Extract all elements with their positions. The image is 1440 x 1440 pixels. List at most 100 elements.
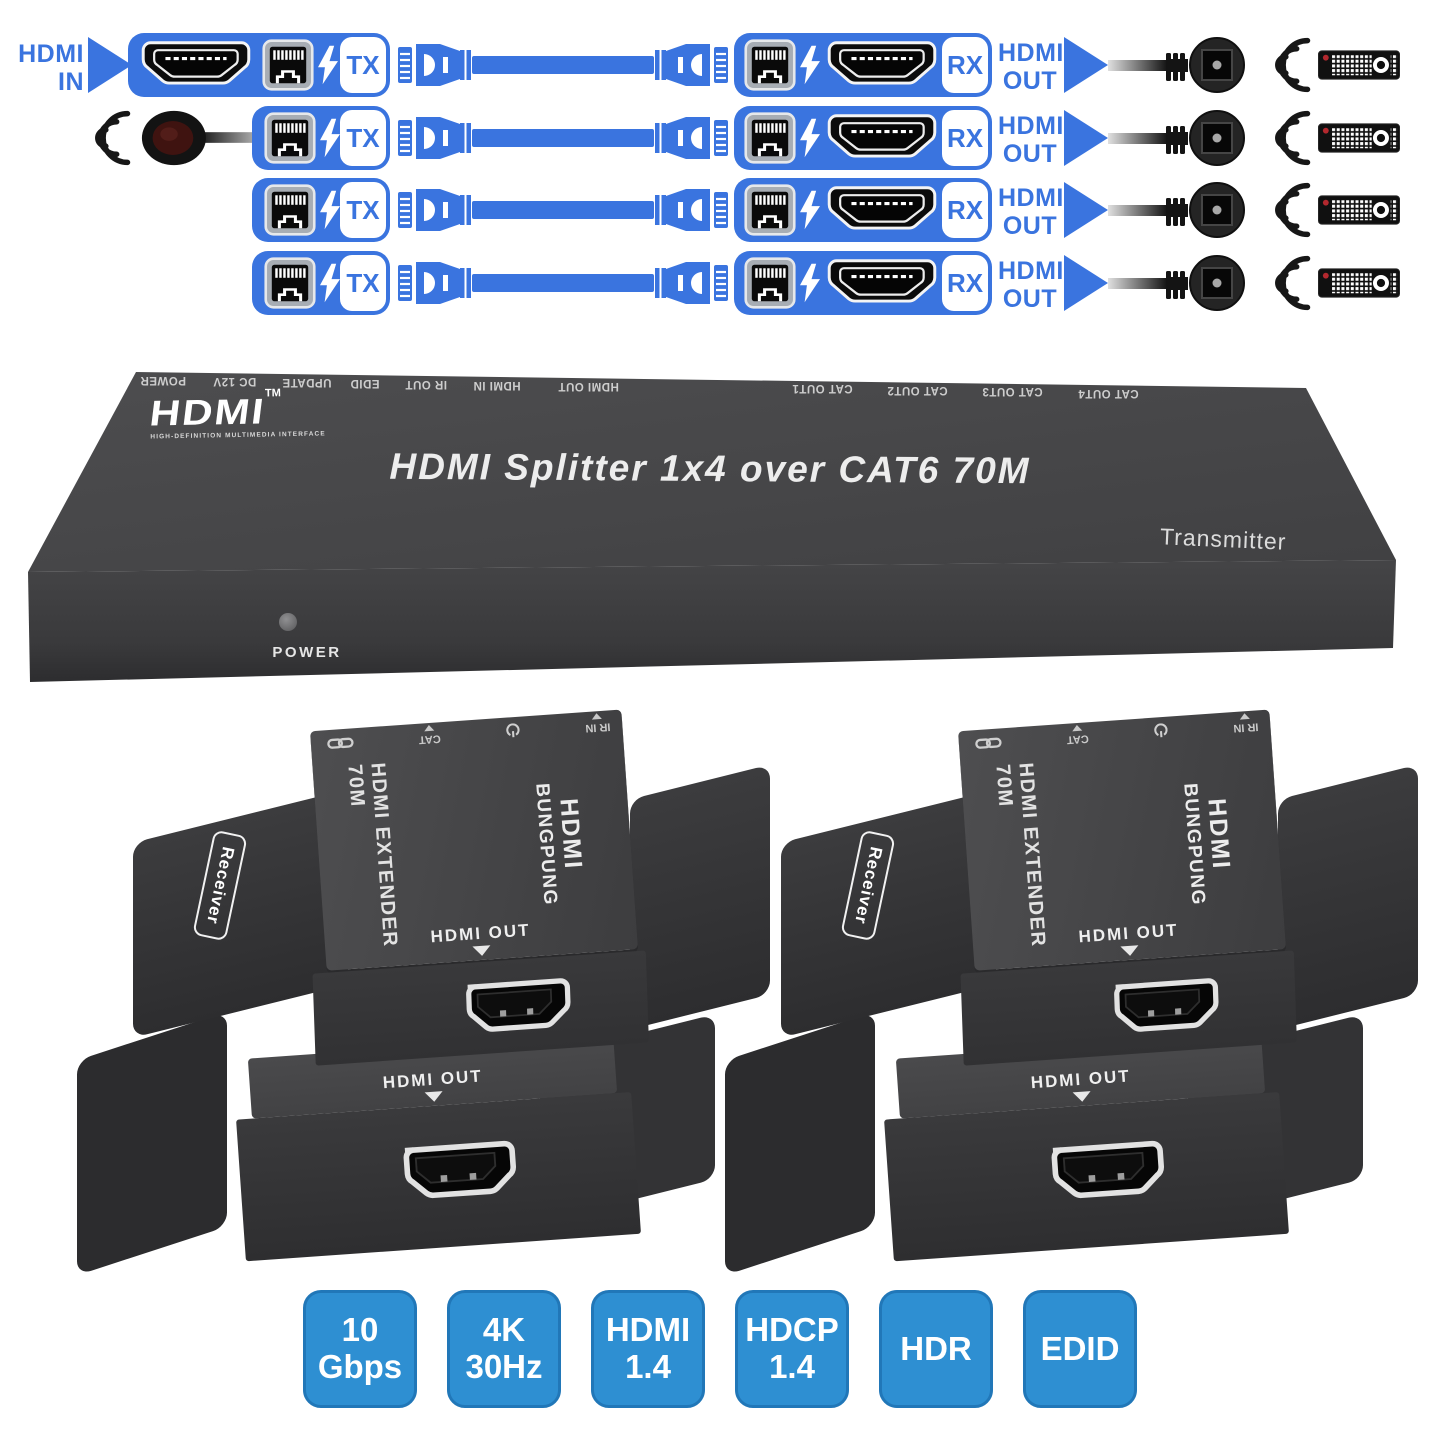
- rx-label: RX: [942, 255, 988, 311]
- power-label: POWER: [272, 644, 342, 661]
- lightning-bolt-icon: [800, 43, 820, 87]
- up-arrow-icon: [1239, 712, 1251, 720]
- rear-port-label: POWER: [140, 374, 186, 386]
- remote-control-icon: [1318, 123, 1400, 153]
- tx-label: TX: [340, 182, 386, 238]
- lightning-bolt-icon: [320, 261, 340, 305]
- lightning-bolt-icon: [800, 116, 820, 160]
- right-arrow-icon: [88, 37, 132, 93]
- ethernet-port-icon: [264, 112, 316, 164]
- receiver-stack-left: Receiver IR IN CAT HDMI EXTENDER 70M: [77, 706, 770, 1278]
- cat6-cable-icon: [396, 251, 730, 315]
- transmitter-front-face: [28, 560, 1396, 682]
- rear-port-label: EDID: [350, 377, 380, 389]
- cat6-cable-icon: [396, 106, 730, 170]
- ethernet-port-icon: [264, 184, 316, 236]
- link-icon: [326, 735, 354, 751]
- down-arrow-icon: [1072, 1091, 1092, 1103]
- hdmi-port-icon: [826, 258, 938, 308]
- rx-unit-box: RX: [734, 251, 992, 315]
- hdmi-port-icon: [826, 40, 938, 90]
- ethernet-port-icon: [262, 39, 314, 91]
- transmitter-role-label: Transmitter: [1159, 523, 1287, 555]
- tx-label: TX: [340, 110, 386, 166]
- ir-emitter-icon: [1108, 108, 1248, 168]
- rear-port-label: HDMI OUT: [558, 380, 619, 392]
- remote-control-icon: [1318, 195, 1400, 225]
- rear-port-label: HDMI IN: [473, 379, 521, 391]
- lightning-bolt-icon: [800, 261, 820, 305]
- ir-emitter-icon: [1108, 35, 1248, 95]
- transmitter-top-face: [28, 372, 1396, 572]
- badge-hdcp14: HDCP 1.4: [735, 1290, 849, 1408]
- down-arrow-icon: [1120, 945, 1140, 957]
- tx-unit-box: TX: [252, 106, 390, 170]
- receiver-front-face: [884, 1092, 1289, 1262]
- lightning-bolt-icon: [320, 116, 340, 160]
- rear-port-label: IR OUT: [405, 378, 447, 390]
- power-icon: [505, 723, 521, 739]
- up-arrow-icon: [591, 712, 603, 720]
- down-arrow-icon: [424, 1091, 444, 1103]
- ethernet-port-icon: [744, 39, 796, 91]
- cat-port-label: CAT: [1066, 724, 1089, 746]
- rx-unit-box: RX: [734, 106, 992, 170]
- badge-4k30hz: 4K 30Hz: [447, 1290, 561, 1408]
- badge-hdr: HDR: [879, 1290, 993, 1408]
- ethernet-port-icon: [744, 184, 796, 236]
- right-arrow-icon: [1064, 182, 1108, 238]
- hdmi-out-label: HDMI OUT: [998, 257, 1064, 313]
- hdmi-out-label: HDMI OUT: [998, 112, 1064, 168]
- power-led: [279, 613, 297, 631]
- hdmi-port-icon: [826, 185, 938, 235]
- hdmi-out-label: HDMI OUT: [998, 39, 1064, 95]
- hdmi-female-port-icon: [1101, 975, 1225, 1040]
- cat-port-label: CAT: [418, 724, 441, 746]
- rear-port-label: CAT OUT1: [792, 382, 853, 394]
- ir-signal-waves-icon: [94, 110, 134, 166]
- receiver-unit-top: IR IN CAT HDMI EXTENDER 70M HDMI BUNGPUN…: [869, 693, 1325, 1074]
- hdmi-female-port-icon: [1036, 1138, 1172, 1207]
- hdmi-port-icon: [826, 113, 938, 163]
- tx-unit-box: TX: [252, 178, 390, 242]
- rx-label: RX: [942, 110, 988, 166]
- hdmi-logo: HDMI: [554, 797, 588, 872]
- cat6-cable-icon: [396, 33, 730, 97]
- badge-10gbps: 10 Gbps: [303, 1290, 417, 1408]
- receiver-stack-right: Receiver IR IN CAT HDMI EXTENDER 70M: [725, 706, 1418, 1278]
- receiver-front-face: [236, 1092, 641, 1262]
- rx-unit-box: RX: [734, 33, 992, 97]
- down-arrow-icon: [472, 945, 492, 957]
- up-arrow-icon: [1071, 724, 1083, 732]
- rx-label: RX: [942, 182, 988, 238]
- lightning-bolt-icon: [320, 188, 340, 232]
- up-arrow-icon: [423, 724, 435, 732]
- power-icon: [1153, 723, 1169, 739]
- lightning-bolt-icon: [800, 188, 820, 232]
- hdmi-out-label: HDMI OUT: [998, 184, 1064, 240]
- remote-control-icon: [1318, 50, 1400, 80]
- tx-unit-box: TX: [128, 33, 390, 97]
- right-arrow-icon: [1064, 37, 1108, 93]
- rx-label: RX: [942, 37, 988, 93]
- ir-signal-waves-icon: [1274, 37, 1314, 93]
- rear-port-label: CAT OUT4: [1078, 387, 1139, 399]
- badge-hdmi14: HDMI 1.4: [591, 1290, 705, 1408]
- hdmi-logo: HDMITM HIGH-DEFINITION MULTIMEDIA INTERF…: [147, 387, 326, 441]
- ir-signal-waves-icon: [1274, 255, 1314, 311]
- receiver-unit-top: IR IN CAT HDMI EXTENDER 70M HDMI BUNGPUN…: [221, 693, 677, 1074]
- hdmi-female-port-icon: [388, 1138, 524, 1207]
- ir-signal-waves-icon: [1274, 182, 1314, 238]
- link-icon: [974, 735, 1002, 751]
- ethernet-port-icon: [264, 257, 316, 309]
- tx-label: TX: [340, 37, 386, 93]
- rear-port-label: DC 12V: [213, 375, 257, 387]
- ethernet-port-icon: [744, 257, 796, 309]
- ir-signal-waves-icon: [1274, 110, 1314, 166]
- lightning-bolt-icon: [318, 43, 338, 87]
- tx-label: TX: [340, 255, 386, 311]
- rx-unit-box: RX: [734, 178, 992, 242]
- ir-receiver-eye-icon: [140, 106, 266, 170]
- ir-in-port-label: IR IN: [1232, 712, 1259, 734]
